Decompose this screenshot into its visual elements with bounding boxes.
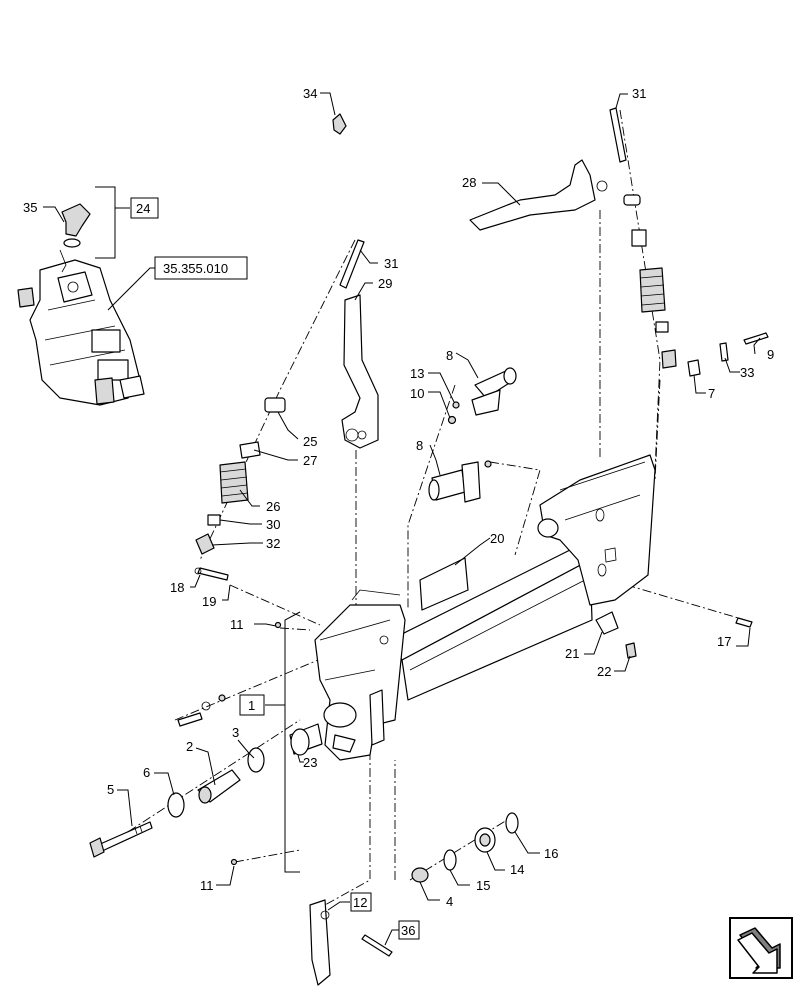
callout-35: 35 [23,200,37,215]
small-bolt [177,712,203,727]
small-nut [218,694,226,702]
callout-12: 12 [353,895,367,910]
callout-31-left: 31 [384,256,398,271]
nut-10 [447,415,457,425]
callout-8-lower: 8 [416,438,423,453]
cone-2 [197,769,241,804]
leader-lines [43,92,761,946]
bushing-14 [474,827,496,853]
left-handle [341,294,379,449]
assembly-centerlines [99,109,746,906]
callout-28: 28 [462,175,476,190]
callout-32: 32 [266,536,280,551]
callout-bracket-1 [265,611,301,873]
callout-19: 19 [202,594,216,609]
callout-4: 4 [446,894,453,909]
decal [419,557,469,611]
callout-30: 30 [266,517,280,532]
control-valve [17,249,145,406]
bolt-22 [625,642,637,659]
clip-21 [595,611,619,635]
callout-3: 3 [232,725,239,740]
bolt-5 [89,821,153,858]
callout-18: 18 [170,580,184,595]
box-36 [398,920,420,940]
callout-11-upper: 11 [230,617,244,632]
callout-17: 17 [717,634,731,649]
lock-pin-12 [309,899,331,986]
right-spring-stack [623,194,677,369]
callout-10: 10 [410,386,424,401]
washer-6 [167,792,185,818]
cross-pin [197,567,229,581]
callout-6: 6 [143,765,150,780]
small-washer [201,701,211,711]
callout-13: 13 [410,366,424,381]
callout-7: 7 [708,386,715,401]
callout-26: 26 [266,499,280,514]
left-handle-pin [339,239,365,289]
callout-9: 9 [767,347,774,362]
callout-21: 21 [565,646,579,661]
clip-34 [332,113,347,135]
callout-bracket-24 [95,186,130,259]
callout-22: 22 [597,664,611,679]
nut-4 [411,867,429,883]
pin-36 [361,934,393,957]
box-12 [350,892,372,912]
nut-8b [484,460,492,468]
callout-24: 24 [136,201,150,216]
callout-34: 34 [303,86,317,101]
main-frame [314,454,656,761]
bolt-13 [452,401,460,409]
washer-33 [719,342,729,362]
ring-15 [443,849,457,871]
callout-11-lower: 11 [200,878,214,893]
callout-8-upper: 8 [446,348,453,363]
box-reference [154,256,248,280]
ring-3 [247,747,265,773]
callout-5: 5 [107,782,114,797]
reference-label: 35.355.010 [163,261,228,276]
callout-14: 14 [510,862,524,877]
bushing-upper [471,367,517,416]
callout-1: 1 [248,698,255,713]
elbow-fitting [61,203,91,248]
callout-27: 27 [303,453,317,468]
bushing-23 [289,723,323,756]
callout-36: 36 [401,923,415,938]
fastener-11b [230,858,238,866]
callout-29: 29 [378,276,392,291]
ring-16 [505,812,519,834]
callout-33: 33 [740,365,754,380]
washer-7 [687,359,701,377]
left-spring-stack [195,397,286,555]
right-handle [469,159,608,231]
right-handle-pin [609,107,627,163]
next-page-icon[interactable] [729,917,793,979]
bushing-lower [428,461,481,503]
callout-31-top: 31 [632,86,646,101]
pin-17 [735,617,753,628]
box-1 [239,694,265,716]
callout-15: 15 [476,878,490,893]
bolt-9 [743,332,769,345]
callout-25: 25 [303,434,317,449]
fastener-11a [274,621,282,629]
box-24 [130,197,159,219]
callout-23: 23 [303,755,317,770]
callout-2: 2 [186,739,193,754]
callout-16: 16 [544,846,558,861]
callout-20: 20 [490,531,504,546]
